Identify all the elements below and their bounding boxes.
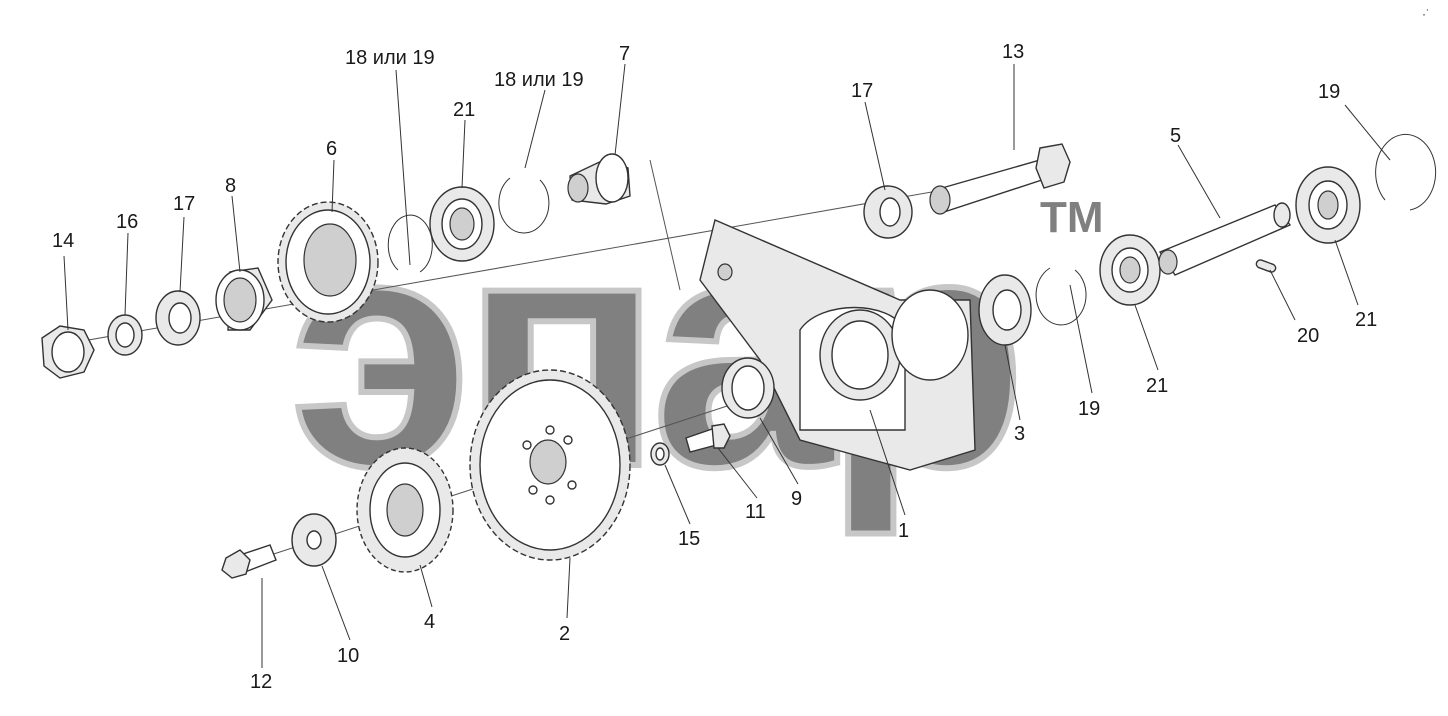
callout-19-middle: 19 bbox=[1078, 398, 1100, 420]
callout-10: 10 bbox=[337, 645, 359, 667]
washer-part-3 bbox=[978, 274, 1032, 346]
callout-13: 13 bbox=[1002, 41, 1024, 63]
callout-21-left: 21 bbox=[453, 99, 475, 121]
snap-ring-part-19-middle bbox=[1035, 267, 1087, 326]
sleeve-part-7 bbox=[567, 153, 631, 205]
bearing-part-21-middle bbox=[1099, 234, 1161, 306]
callout-11: 11 bbox=[745, 501, 766, 523]
sprocket-part-6 bbox=[277, 201, 379, 323]
bearing-part-21-left bbox=[429, 186, 495, 262]
callout-20: 20 bbox=[1297, 325, 1319, 347]
callout-17-right: 17 bbox=[851, 80, 873, 102]
callout-7: 7 bbox=[619, 43, 630, 65]
callout-19-right: 19 bbox=[1318, 81, 1340, 103]
bushing-part-8 bbox=[215, 267, 273, 331]
washer-part-10 bbox=[291, 513, 337, 567]
callout-21-middle: 21 bbox=[1146, 375, 1168, 397]
corner-mark: ·˙ bbox=[1422, 7, 1430, 21]
callout-1: 1 bbox=[898, 520, 909, 542]
shaft-part-5 bbox=[1158, 202, 1292, 276]
snap-ring-part-18-or-19-left bbox=[387, 214, 433, 273]
callout-labels: 1 2 3 4 5 6 7 8 9 10 11 12 13 14 15 16 1… bbox=[52, 41, 1377, 693]
bolt-part-13 bbox=[929, 143, 1071, 215]
snap-ring-part-18-or-19-right bbox=[498, 177, 550, 234]
callout-8: 8 bbox=[225, 175, 236, 197]
callout-6: 6 bbox=[326, 138, 337, 160]
bevel-gear-part-4 bbox=[356, 447, 454, 573]
callout-18-or-19-left: 18 или 19 bbox=[345, 47, 435, 69]
bolt-part-11 bbox=[685, 423, 731, 453]
callout-21-right: 21 bbox=[1355, 309, 1377, 331]
nut-part-14 bbox=[41, 325, 95, 379]
watermark-tm: TM bbox=[1040, 193, 1104, 242]
bolt-part-12 bbox=[221, 544, 277, 579]
callout-17-left: 17 bbox=[173, 193, 195, 215]
callout-2: 2 bbox=[559, 623, 570, 645]
washer-part-17-right bbox=[863, 185, 913, 239]
callout-16: 16 bbox=[116, 211, 138, 233]
lock-washer-part-16 bbox=[107, 314, 143, 356]
callout-15: 15 bbox=[678, 528, 700, 550]
callout-3: 3 bbox=[1014, 423, 1025, 445]
key-part-20 bbox=[1255, 259, 1277, 273]
callout-18-or-19-right: 18 или 19 bbox=[494, 69, 584, 91]
snap-ring-part-19-right bbox=[1375, 133, 1437, 211]
bearing-part-21-right bbox=[1295, 166, 1361, 244]
bushing-part-9 bbox=[721, 357, 775, 419]
callout-14: 14 bbox=[52, 230, 74, 252]
callout-9: 9 bbox=[791, 488, 802, 510]
housing-part-1 bbox=[699, 219, 976, 471]
callout-12: 12 bbox=[250, 671, 272, 693]
leader-lines bbox=[63, 63, 1391, 668]
callout-4: 4 bbox=[424, 611, 435, 633]
sprocket-part-2 bbox=[469, 369, 631, 561]
callout-5: 5 bbox=[1170, 125, 1181, 147]
washer-part-17-left bbox=[155, 290, 201, 346]
washer-part-15 bbox=[650, 442, 670, 466]
